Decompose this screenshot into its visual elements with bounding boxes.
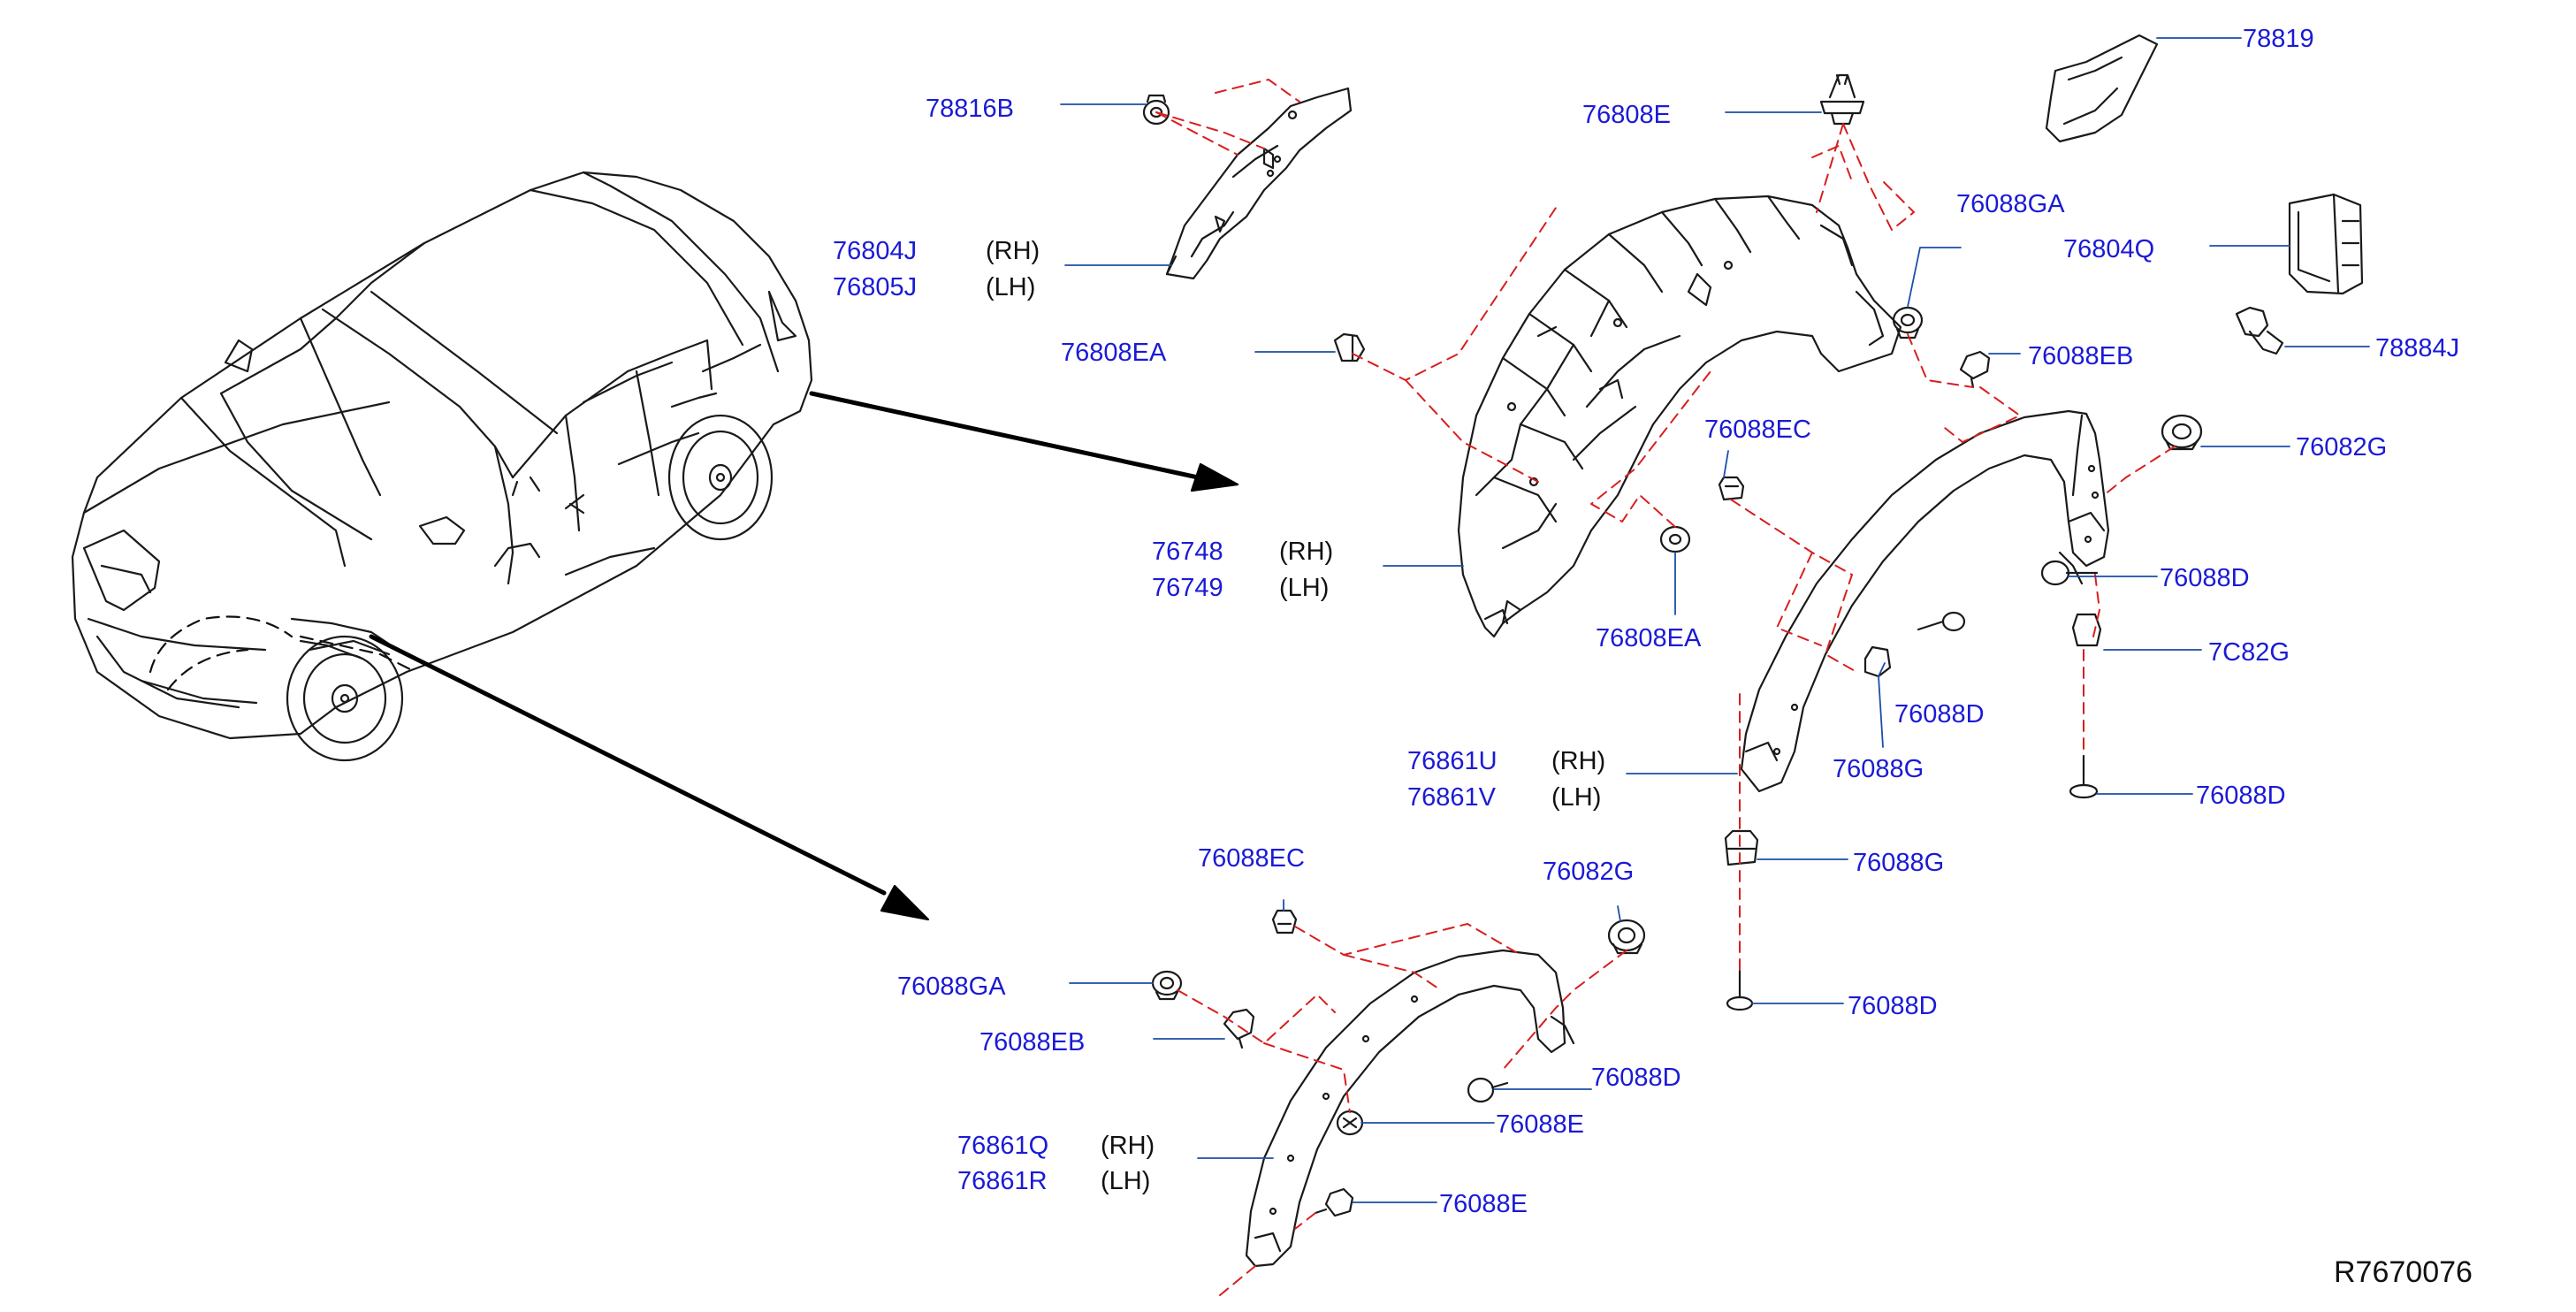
- screw-76088D-b: [1917, 611, 1966, 632]
- front-fender-highlight: [149, 615, 417, 691]
- diagram-code: R7670076: [2334, 1255, 2473, 1289]
- callout-76082G-top: 76082G: [2296, 433, 2388, 461]
- callout-76088D-c: 76088D: [2196, 782, 2286, 810]
- callout-76749: 76749: [1152, 574, 1223, 602]
- clip-76088G-b: [1724, 829, 1759, 866]
- callout-76088EC-top: 76088EC: [1704, 416, 1811, 444]
- callout-76088EB-bottom: 76088EB: [979, 1028, 1086, 1056]
- callout-76749-side: (LH): [1279, 574, 1330, 602]
- callout-76088EC-bottom: 76088EC: [1198, 844, 1305, 873]
- leader-lines: [1060, 37, 2370, 1203]
- clip-76088GA-top: [1892, 306, 1924, 339]
- callout-76861Q: 76861Q: [957, 1132, 1049, 1160]
- clip-76088E-b: [1314, 1187, 1354, 1217]
- callout-76088G-a: 76088G: [1833, 755, 1924, 783]
- callout-76088D-b: 76088D: [1894, 700, 1985, 728]
- callout-76748: 76748: [1152, 538, 1223, 566]
- callout-76088G-b: 76088G: [1853, 849, 1945, 877]
- callout-76804Q: 76804Q: [2063, 235, 2155, 263]
- clip-76088EB-top: [1959, 350, 1991, 389]
- callout-76808EA-left: 76808EA: [1061, 339, 1167, 367]
- callout-76861R: 76861R: [957, 1167, 1048, 1195]
- assembly-lines: [1155, 79, 2176, 1296]
- callout-76082G-bottom: 76082G: [1543, 858, 1635, 886]
- clip-76808EA-left: [1333, 332, 1366, 362]
- arrow-to-rear-parts: [809, 391, 1239, 492]
- arch-molding-76861U: [1740, 409, 2110, 793]
- arrow-to-front-parts: [369, 634, 930, 921]
- vehicle-illustration: [71, 171, 813, 762]
- clip-76088G-a: [1863, 645, 1892, 678]
- callout-76861U-side: (RH): [1551, 747, 1606, 775]
- callout-76804J: 76804J: [833, 237, 918, 265]
- callout-76088GA-bottom: 76088GA: [897, 973, 1006, 1001]
- callout-76088D-a: 76088D: [2160, 564, 2250, 592]
- part-78819: [2045, 34, 2159, 143]
- callout-76082G-partial: 7C82G: [2208, 638, 2290, 667]
- callout-76861Q-side: (RH): [1101, 1132, 1155, 1160]
- bracket-76804J: [1165, 87, 1353, 280]
- callout-76088D-e: 76088D: [1591, 1064, 1681, 1092]
- callout-78816B: 78816B: [926, 95, 1014, 123]
- arch-molding-76861Q: [1245, 949, 1575, 1268]
- callout-76861V-side: (LH): [1551, 783, 1602, 812]
- part-76804Q: [2288, 193, 2364, 295]
- callout-76088E-b: 76088E: [1439, 1190, 1528, 1218]
- callout-78819: 78819: [2243, 25, 2314, 53]
- callout-76804J-side: (RH): [986, 237, 1040, 265]
- callout-76861U: 76861U: [1407, 747, 1498, 775]
- callout-78884J: 78884J: [2375, 334, 2460, 362]
- callout-76088EB-top: 76088EB: [2028, 342, 2134, 370]
- grommet-76082G-top: [2161, 414, 2203, 451]
- callout-76088E-a: 76088E: [1496, 1110, 1584, 1139]
- callout-76861V: 76861V: [1407, 783, 1496, 812]
- callout-76088GA-top: 76088GA: [1956, 190, 2065, 218]
- callout-76861R-side: (LH): [1101, 1167, 1151, 1195]
- callout-76748-side: (RH): [1279, 538, 1334, 566]
- clip-76088EB-bottom: [1223, 1008, 1255, 1049]
- screw-76088D-e: [1467, 1077, 1509, 1103]
- nut-78816B: [1142, 94, 1170, 126]
- callout-76805J-side: (LH): [986, 273, 1036, 301]
- callout-76808EA-bottom: 76808EA: [1596, 624, 1702, 652]
- callout-76088D-d: 76088D: [1848, 992, 1938, 1020]
- fender-liner-76748: [1457, 195, 1902, 638]
- grommet-76082G-partial: [2071, 613, 2102, 647]
- screw-76088D-c: [2069, 754, 2099, 799]
- callout-76808E-top: 76808E: [1582, 101, 1671, 129]
- screw-76088D-a: [2040, 560, 2099, 586]
- part-78884J: [2235, 306, 2284, 355]
- clip-76808E: [1819, 73, 1865, 126]
- clip-76088EC-bottom: [1271, 909, 1298, 934]
- callout-76805J: 76805J: [833, 273, 918, 301]
